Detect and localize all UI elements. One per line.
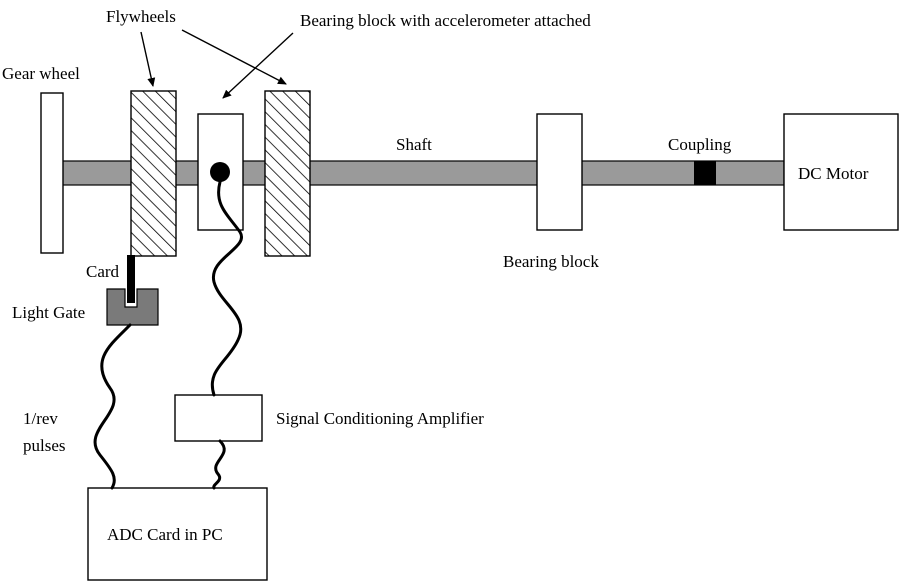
coupling-label: Coupling [668, 135, 732, 154]
card [127, 255, 135, 303]
light-gate-wire [93, 323, 132, 490]
coupling [694, 161, 716, 185]
light-gate-label: Light Gate [12, 303, 85, 322]
rev-pulses-label-line1: 1/rev [23, 409, 58, 428]
accelerometer [210, 162, 230, 182]
bearing-block-accelerometer-label: Bearing block with accelerometer attache… [300, 11, 591, 30]
card-label: Card [86, 262, 120, 281]
signal-amplifier-label: Signal Conditioning Amplifier [276, 409, 484, 428]
accelerometer-wire [210, 180, 244, 397]
dc-motor-label: DC Motor [798, 164, 869, 183]
amplifier-to-adc-wire [212, 439, 226, 490]
bearing-block [536, 113, 583, 231]
flywheels-label: Flywheels [106, 7, 176, 26]
shaft-label: Shaft [396, 135, 432, 154]
signal-amplifier-box [174, 394, 263, 442]
gear-wheel-label: Gear wheel [2, 64, 80, 83]
light-gate [106, 288, 159, 326]
bearing-block-label: Bearing block [503, 252, 599, 271]
bearing-accelerometer-arrow [222, 32, 294, 99]
flywheel-left [130, 90, 177, 257]
flywheel-right [264, 90, 311, 257]
rev-pulses-label-line2: pulses [23, 436, 66, 455]
adc-card-box [87, 487, 268, 581]
gear-wheel [40, 92, 64, 254]
adc-card-label: ADC Card in PC [107, 525, 223, 544]
flywheel-arrow-2 [181, 29, 287, 85]
dc-motor-box [783, 113, 899, 231]
flywheel-arrow-1 [140, 31, 156, 87]
